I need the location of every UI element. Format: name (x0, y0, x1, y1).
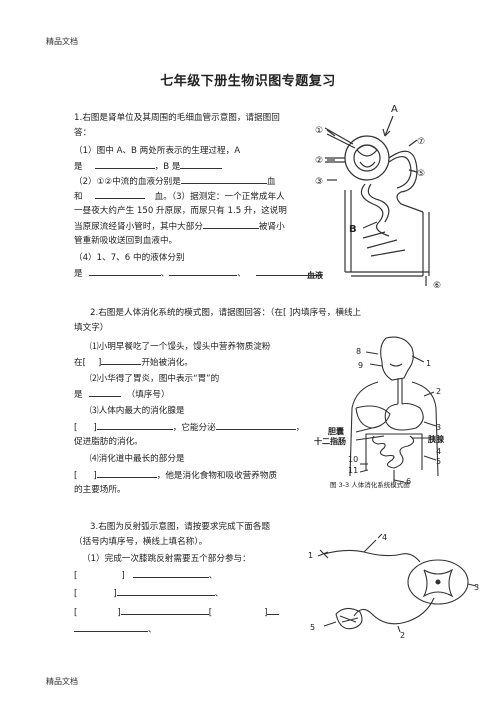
blank[interactable] (88, 387, 121, 397)
page-title: 七年级下册生物识图专题复习 (160, 74, 336, 89)
q1-line: 和血。（3）据测定：一个正常成年人 (74, 189, 285, 205)
q2-line: 2.右图是人体消化系统的模式图，请据图回答：（在[ ]内填序号，横线上 (90, 308, 362, 318)
blank[interactable] (132, 568, 209, 578)
q2-line: ⑵小华得了胃炎，图中表示“胃”的 (90, 374, 220, 384)
fig2-label: 2 (436, 387, 441, 396)
q3-line: （1）完成一次膝跳反射需要五个部分参与： (82, 554, 251, 564)
fig2-label: 胰腺 (428, 434, 445, 444)
fig1-label: ⑦ (417, 137, 425, 147)
digestive-system-figure: 8 9 1 2 3 胆囊 十二指肠 胰腺 4 5 10 11 6 (314, 336, 445, 486)
q2-line: 在[]开始被消化。 (74, 355, 193, 371)
blank[interactable] (180, 174, 267, 184)
blank[interactable] (116, 586, 215, 596)
reflex-arc-figure: 4 1 5 2 3 (308, 533, 479, 640)
q2-line: ⑶人体内最大的消化腺是 (90, 406, 185, 416)
q2-line: 是（填序号） (74, 387, 170, 403)
q1-line: 答： (74, 128, 92, 138)
q1-line: 一昼夜大约产生 150 升原尿，而尿只有 1.5 升，这说明 (74, 206, 287, 216)
blank[interactable] (94, 159, 155, 169)
blank[interactable] (202, 219, 259, 229)
fig3-label: 5 (310, 623, 315, 632)
page-header: 精品文档 (46, 37, 78, 46)
blank[interactable] (101, 355, 142, 365)
blank[interactable] (169, 266, 238, 276)
q3-line: []、 (74, 586, 223, 602)
fig3-label: 4 (382, 533, 387, 542)
fig3-label: 3 (474, 583, 479, 592)
fig1-label: ② (315, 156, 323, 166)
fig2-label: 4 (436, 447, 441, 456)
q1-line: 当原尿流经肾小管时，其中大部分被肾小 (74, 219, 285, 235)
q2-line: 填文字） (74, 323, 109, 333)
fig2-label: 9 (358, 361, 363, 370)
blank[interactable] (120, 605, 209, 615)
q3-line: [][] (74, 605, 280, 621)
q2-line: 促进脂肪的消化。 (74, 437, 143, 447)
q1-line: （1）图中 A、B 两处所表示的生理过程，A (74, 146, 241, 156)
q1-line: 1.右图是肾单位及其周围的毛细血管示意图，请据图回 (74, 113, 280, 123)
fig1-label: A (391, 104, 398, 115)
q1-line: （2）①②中流的血液分别是血 (74, 174, 275, 190)
blank[interactable] (96, 468, 157, 478)
fig2-label: 5 (436, 457, 441, 466)
q3-line: 、 (74, 622, 157, 638)
fig2-label: 胆囊 (328, 426, 345, 436)
q1-line: （4）1、7、6 中的液体分别 (74, 253, 185, 263)
q2-line: ⑷消化道中最长的部分是 (90, 454, 185, 464)
fig2-label: 8 (356, 347, 361, 356)
fig2-label: 10 (348, 455, 358, 464)
blank[interactable] (180, 159, 223, 169)
page-footer: 精品文档 (46, 677, 78, 686)
fig1-label: ⑥ (433, 281, 441, 290)
blank[interactable] (267, 605, 280, 615)
blank[interactable] (215, 420, 296, 430)
q2-line: []，它能分泌， (74, 420, 304, 436)
fig1-label: B (349, 224, 357, 235)
fig1-label: ① (315, 126, 323, 136)
fig2-caption: 图 3-3 人体消化系统模式图 (330, 481, 410, 489)
fig2-label: 十二指肠 (314, 436, 346, 446)
q1-line: 是，B 是 (74, 159, 223, 175)
q2-line: []，他是消化食物和吸收营养物质 (74, 468, 277, 484)
q1-line: 是、、。 (74, 266, 328, 282)
fig1-label: ⑤ (417, 169, 425, 179)
q3-line: []、 (74, 568, 217, 584)
q3-line: （括号内填序号，横线上填名称）。 (74, 537, 208, 547)
fig2-label: 3 (436, 423, 441, 432)
nephron-figure: A ① ⑦ ② ③ ⑤ B 血液 ⑥ (307, 104, 441, 290)
fig2-label: 6 (406, 477, 411, 486)
q2-line: ⑴小明早餐吃了一个馒头，馒头中营养物质淀粉 (90, 342, 271, 352)
q1-line: 管重新吸收送回到血液中。 (74, 236, 178, 246)
blank[interactable] (74, 622, 148, 632)
blank[interactable] (88, 266, 161, 276)
blank[interactable] (94, 189, 145, 199)
q2-line: 的主要场所。 (74, 485, 126, 495)
fig3-label: 1 (308, 551, 313, 560)
blank[interactable] (255, 266, 320, 276)
fig2-label: 1 (426, 359, 431, 368)
q3-line: 3.右图为反射弧示意图，请按要求完成下面各题 (90, 522, 271, 532)
fig1-label: ③ (315, 177, 323, 187)
blank[interactable] (96, 420, 173, 430)
fig3-label: 2 (400, 631, 405, 640)
fig1-label: 血液 (307, 270, 323, 280)
fig2-label: 11 (348, 466, 358, 475)
